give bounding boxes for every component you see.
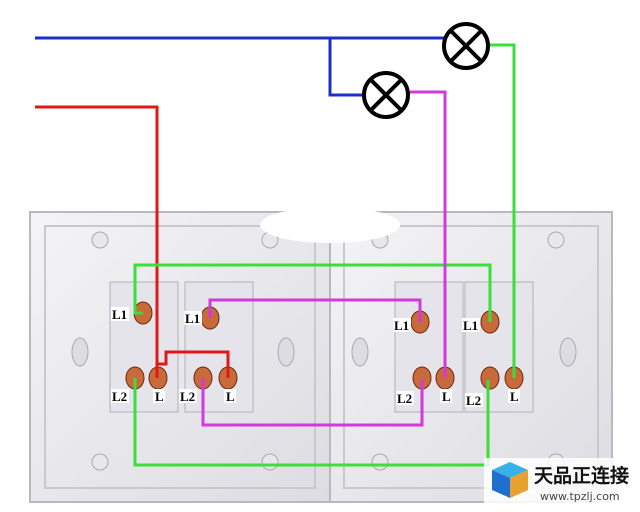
- live-connector-wire: [158, 350, 230, 378]
- right-unit2-l-label: L: [510, 389, 519, 404]
- traveler-magenta-bottom: [201, 378, 424, 427]
- right-unit1-l-label: L: [442, 389, 451, 404]
- left-unit2-l-label: L: [226, 389, 235, 404]
- glare-patch: [260, 207, 400, 243]
- traveler-green-top: [133, 263, 492, 322]
- right-unit2-l2-label: L2: [466, 393, 481, 408]
- switch-plate-left: [29, 211, 331, 503]
- right-unit1-l2-label: L2: [397, 391, 412, 406]
- neutral-branch-wire: [328, 38, 362, 97]
- right-unit2-l1-label: L1: [463, 318, 478, 333]
- left-unit2-l1-label: L1: [185, 311, 200, 326]
- left-unit1-l1-label: L1: [112, 307, 127, 322]
- traveler-green-bottom: [133, 378, 490, 467]
- lamp-upper-right-icon: [442, 22, 490, 70]
- left-unit2-l2-label: L2: [180, 389, 195, 404]
- switch-plate-right: [329, 211, 613, 503]
- watermark: 天品正连接 www.tpzlj.com: [484, 458, 640, 512]
- right-unit1-l1-label: L1: [394, 318, 409, 333]
- left-unit1-l2-label: L2: [112, 389, 127, 404]
- lamp1-feed-wire: [488, 43, 516, 378]
- lamp2-feed-wire: [410, 90, 447, 378]
- watermark-url: www.tpzlj.com: [540, 490, 620, 503]
- lamp-lower-left-icon: [362, 71, 410, 119]
- left-unit1-l-label: L: [155, 389, 164, 404]
- watermark-brand: 天品正连接: [534, 464, 629, 487]
- brand-logo-icon: [492, 462, 528, 498]
- terminal-labels: L1 L2 L L1 L2 L L1 L2 L L1 L2 L: [111, 307, 520, 408]
- live-wire: [35, 105, 159, 378]
- traveler-magenta-top: [208, 298, 422, 322]
